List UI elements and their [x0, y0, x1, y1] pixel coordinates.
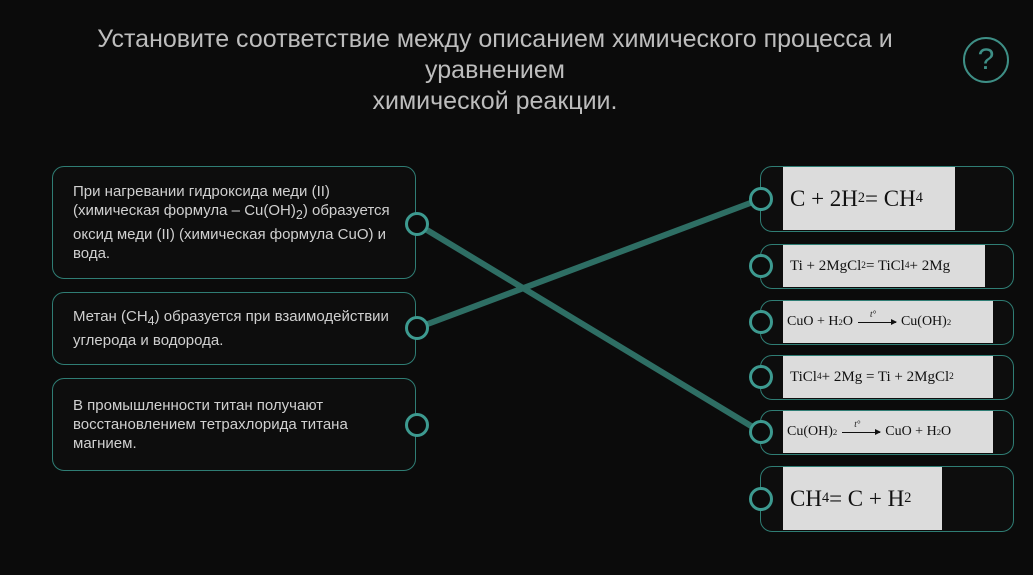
page-title: Установите соответствие между описанием …: [40, 24, 950, 117]
right-connector-3[interactable]: [749, 310, 773, 334]
question-mark-icon: ?: [977, 43, 995, 76]
title-line-1: Установите соответствие между описанием …: [97, 25, 893, 53]
right-connector-5[interactable]: [749, 420, 773, 444]
connection-line-0-4: [414, 221, 764, 435]
right-connector-6[interactable]: [749, 487, 773, 511]
arrow-icon: t°: [842, 419, 882, 435]
title-line-2: уравнением: [425, 56, 565, 84]
arrow-icon: t°: [857, 309, 897, 325]
left-connector-2[interactable]: [405, 316, 429, 340]
right-connector-4[interactable]: [749, 365, 773, 389]
left-item-3-text: В промышленности титан получают восстано…: [73, 397, 348, 452]
left-connector-1[interactable]: [405, 212, 429, 236]
left-item-3[interactable]: В промышленности титан получают восстано…: [52, 378, 416, 471]
left-item-2[interactable]: Метан (CH4) образуется при взаимодействи…: [52, 292, 416, 365]
title-line-3: химической реакции.: [372, 87, 618, 115]
connection-line-1-0: [414, 196, 764, 331]
help-button[interactable]: ?: [963, 37, 1009, 83]
left-item-1-text: При нагревании гидроксида меди (II) (хим…: [73, 183, 390, 262]
right-connector-2[interactable]: [749, 254, 773, 278]
right-connector-1[interactable]: [749, 187, 773, 211]
left-item-2-text: Метан (CH4) образуется при взаимодействи…: [73, 308, 389, 349]
left-item-1[interactable]: При нагревании гидроксида меди (II) (хим…: [52, 166, 416, 279]
left-connector-3[interactable]: [405, 413, 429, 437]
